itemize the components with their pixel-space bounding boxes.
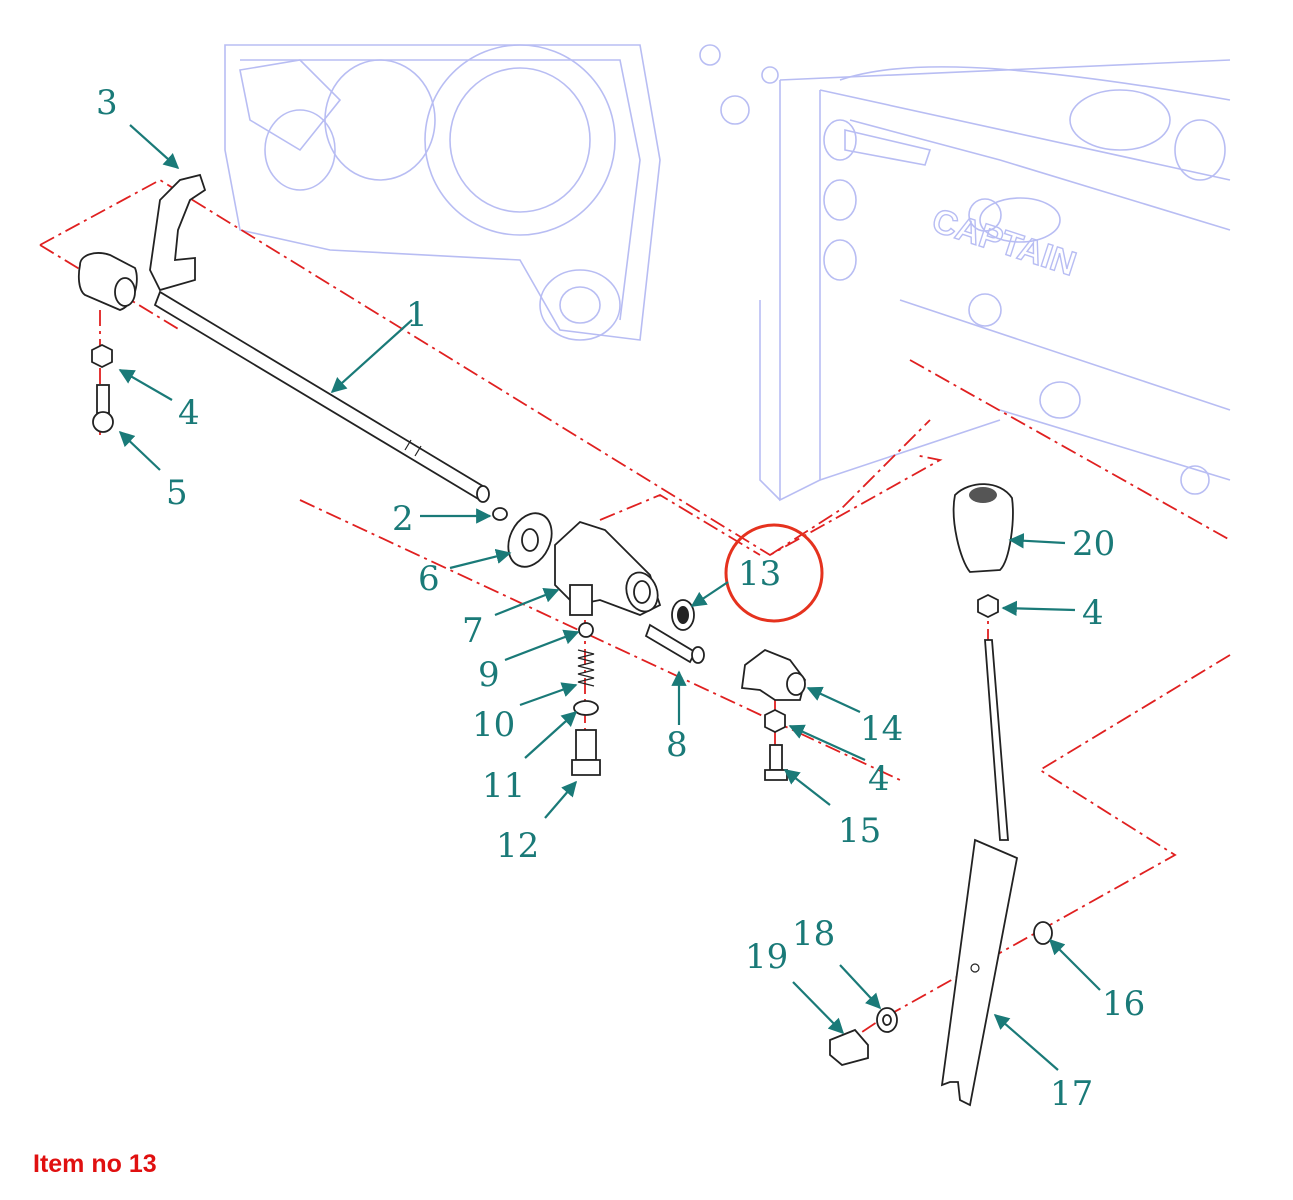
part-7-selector-housing — [554, 520, 662, 616]
callout-4-finger: 4 — [868, 759, 890, 799]
callout-19: 19 — [745, 937, 788, 977]
callout-9: 9 — [478, 655, 500, 695]
item-caption: Item no 13 — [33, 1150, 157, 1178]
part-15-bolt-finger — [764, 744, 788, 781]
item-13-highlight-ring — [724, 523, 824, 623]
part-17-gear-lever — [940, 639, 1019, 1107]
part-5-bolt-fork — [92, 384, 114, 433]
callout-20: 20 — [1072, 524, 1115, 564]
callout-12: 12 — [496, 826, 539, 866]
callout-numbers: 3 1 4 5 2 6 7 13 9 10 8 11 12 14 4 15 20… — [96, 83, 1145, 1114]
part-4-nut-fork — [91, 343, 113, 369]
callout-1: 1 — [406, 295, 428, 335]
callout-4-lever: 4 — [1082, 593, 1104, 633]
part-16-nut — [1033, 921, 1053, 945]
callout-16: 16 — [1102, 984, 1145, 1024]
callout-18: 18 — [792, 914, 835, 954]
part-9-ball — [578, 622, 594, 638]
part-19-bolt — [829, 1028, 869, 1066]
part-2-washer — [492, 507, 508, 521]
part-18-washer — [876, 1007, 898, 1033]
callout-5: 5 — [166, 473, 188, 513]
callout-4-fork: 4 — [178, 393, 200, 433]
callout-3: 3 — [96, 83, 118, 123]
part-12-plug — [571, 729, 601, 776]
callout-11: 11 — [482, 766, 525, 806]
callout-10: 10 — [472, 705, 515, 745]
callout-15: 15 — [838, 811, 881, 851]
part-3-shift-fork — [77, 173, 207, 311]
part-11-washer — [573, 700, 599, 716]
callout-13: 13 — [738, 554, 781, 594]
part-20-gear-knob — [952, 483, 1014, 573]
part-10-spring — [577, 649, 595, 687]
callout-7: 7 — [462, 611, 484, 651]
part-13-oil-seal — [671, 599, 695, 631]
callout-8: 8 — [666, 725, 688, 765]
callout-6: 6 — [418, 559, 440, 599]
callout-14: 14 — [860, 709, 903, 749]
exploded-parts-diagram: CAPTAIN — [39, 44, 1231, 1114]
part-4-nut-finger — [764, 708, 786, 734]
part-4-nut-lever — [977, 593, 999, 619]
part-14-selector-finger — [740, 648, 806, 701]
callout-2: 2 — [392, 499, 414, 539]
part-8-bolt — [644, 623, 705, 664]
part-1-shift-rail — [153, 290, 490, 503]
part-6-gasket — [507, 512, 553, 568]
leader-lines — [118, 124, 1101, 1071]
callout-17: 17 — [1050, 1074, 1093, 1114]
